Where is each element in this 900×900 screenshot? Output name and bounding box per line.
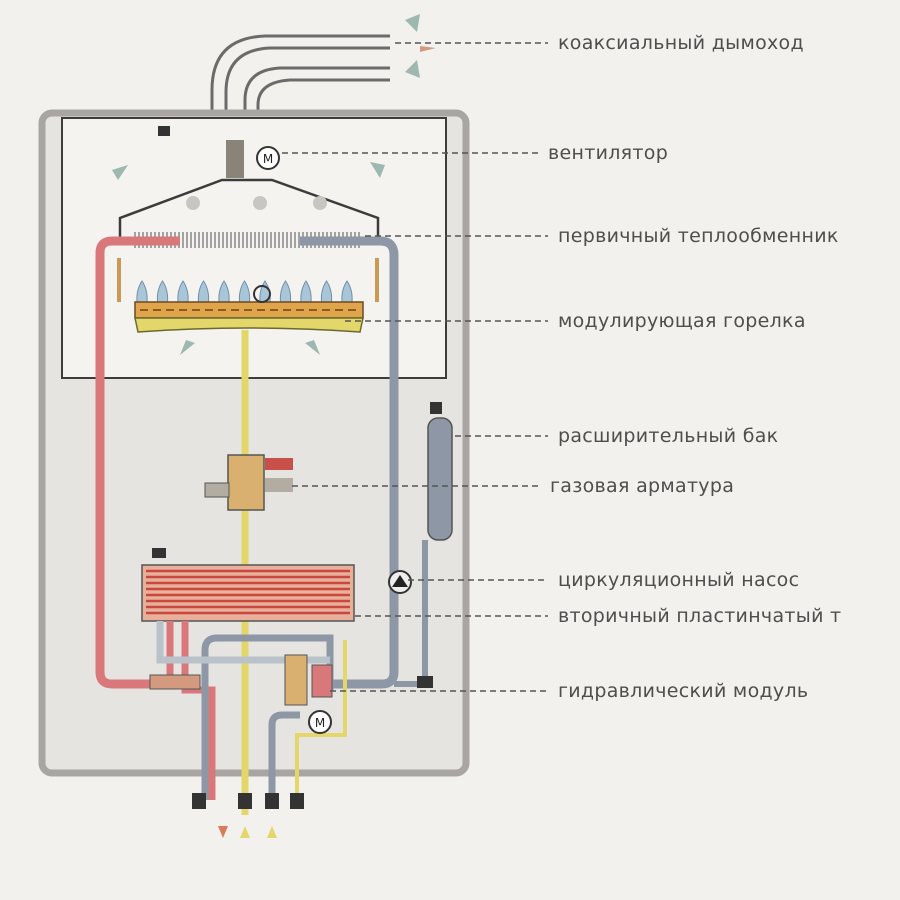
- label-leaders: [282, 42, 548, 692]
- flow-arrows: [218, 826, 277, 838]
- three-way-valve: [284, 654, 308, 706]
- flame: [341, 280, 353, 303]
- coaxial-flue: [210, 34, 390, 125]
- fan-motor-symbol: M: [263, 152, 273, 166]
- combustion-chamber: [61, 117, 447, 379]
- label-circulation-pump: циркуляционный насос: [558, 569, 800, 591]
- label-expansion-tank: расширительный бак: [558, 425, 779, 447]
- flame: [156, 280, 169, 303]
- flame: [320, 280, 333, 303]
- expansion-tank: [427, 417, 453, 541]
- flame: [218, 280, 230, 303]
- label-fan: вентилятор: [548, 142, 669, 164]
- label-hydraulic-module: гидравлический модуль: [558, 680, 809, 702]
- fan-motor-icon: [256, 146, 280, 170]
- hydraulic-module-pipes: [156, 621, 347, 800]
- flame: [238, 280, 251, 303]
- label-primary-heat-exchanger: первичный теплообменник: [558, 225, 839, 247]
- pressure-sensor: [158, 126, 170, 136]
- flame: [279, 280, 292, 303]
- chamber-arrows: [112, 162, 385, 355]
- flame: [136, 280, 148, 303]
- flame: [177, 280, 189, 303]
- flame: [300, 280, 312, 303]
- label-modulating-burner: модулирующая горелка: [558, 310, 806, 332]
- return-pipe: [300, 236, 399, 689]
- label-coaxial-flue: коаксиальный дымоход: [558, 32, 804, 54]
- flue-hood: [118, 178, 380, 245]
- valve-motor-icon: [308, 710, 332, 734]
- label-gas-valve: газовая арматура: [550, 475, 735, 497]
- secondary-plate-heat-exchanger: [141, 564, 355, 622]
- gas-valve: [204, 454, 293, 511]
- label-secondary-heat-exchanger: вторичный пластинчатый т: [558, 605, 842, 627]
- connection-valves: [192, 793, 304, 809]
- valve-motor-symbol: M: [315, 716, 325, 730]
- fan-impeller: [226, 140, 244, 178]
- airflow-arrows: [405, 14, 436, 78]
- ignition-electrode: [253, 285, 271, 303]
- hot-water-pipe: [95, 236, 200, 689]
- flame: [197, 280, 210, 303]
